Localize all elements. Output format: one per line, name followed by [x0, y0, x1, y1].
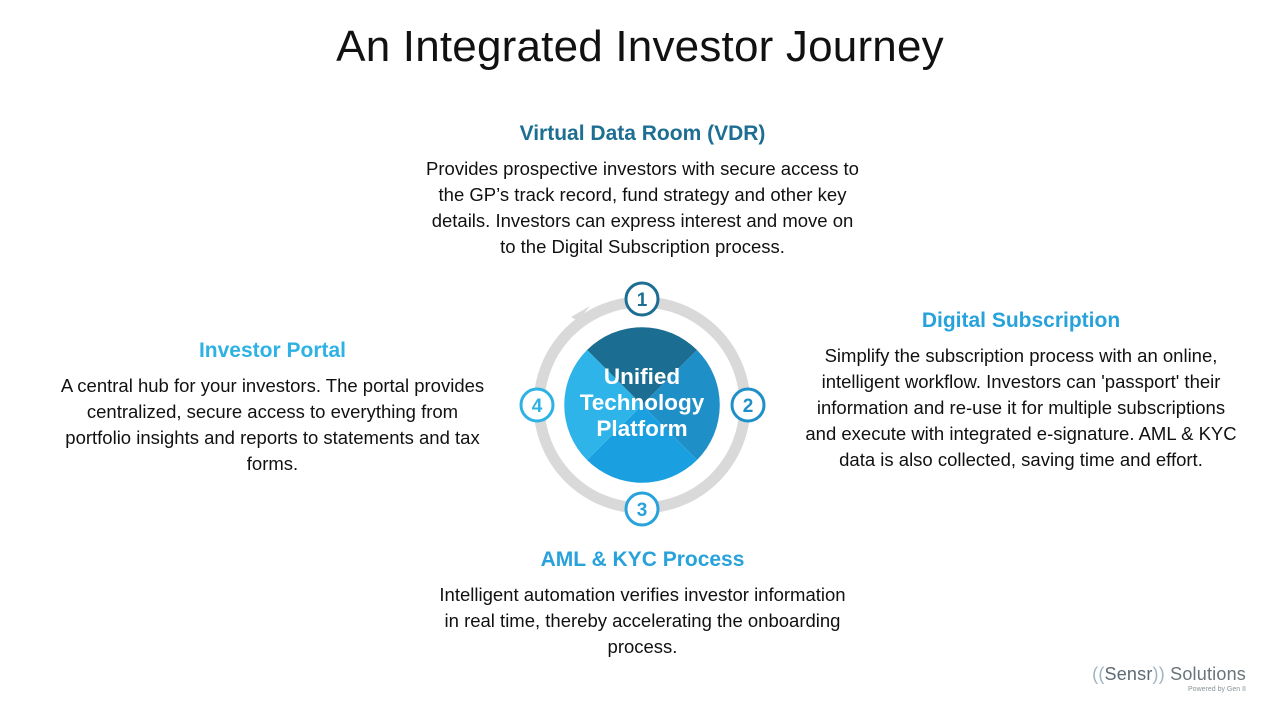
step-investor-portal-heading: Investor Portal [198, 339, 347, 362]
description-line: Provides prospective investors with secu… [426, 158, 859, 179]
step-badge-number: 3 [637, 500, 648, 521]
step-vdr: Virtual Data Room (VDR) Provides prospec… [400, 122, 885, 260]
cycle-arrow-icon [560, 306, 590, 343]
platform-label-line: Platform [596, 416, 688, 441]
step-investor-portal-description: A central hub for your investors. The po… [40, 373, 505, 477]
logo-brand: Sensr [1104, 664, 1153, 684]
platform-quadrant-bottom [587, 405, 697, 483]
description-line: centralized, secure access to everything… [86, 401, 459, 422]
platform-circle [564, 327, 720, 483]
description-line: Simplify the subscription process with a… [824, 345, 1218, 366]
step-badge-number: 4 [532, 396, 543, 417]
platform-quadrant-right [642, 350, 720, 460]
description-line: data is also collected, saving time and … [839, 449, 1203, 470]
step-aml-kyc-heading: AML & KYC Process [540, 548, 745, 571]
platform-quadrant-top [587, 327, 697, 405]
description-line: portfolio insights and reports to statem… [65, 427, 480, 448]
step-badge-number: 1 [637, 290, 648, 311]
description-line: in real time, thereby accelerating the o… [444, 610, 841, 631]
step-aml-kyc-description: Intelligent automation verifies investor… [405, 582, 880, 660]
description-line: details. Investors can express interest … [431, 210, 854, 231]
step-badge-1: 1 [624, 281, 660, 317]
step-digital-subscription-heading: Digital Subscription [921, 309, 1121, 332]
page-title: An Integrated Investor Journey [336, 22, 944, 71]
description-line: intelligent workflow. Investors can 'pas… [821, 371, 1221, 392]
description-line: forms. [246, 453, 299, 474]
step-investor-portal: Investor Portal A central hub for your i… [40, 339, 505, 477]
logo-paren-close: )) [1152, 664, 1165, 684]
logo-paren-open: (( [1092, 664, 1105, 684]
step-badge-2: 2 [730, 387, 766, 423]
step-badge-4: 4 [519, 387, 555, 423]
description-line: and execute with integrated e-signature.… [805, 423, 1237, 444]
description-line: information and re-use it for multiple s… [816, 397, 1226, 418]
description-line: process. [607, 636, 678, 657]
description-line: to the Digital Subscription process. [500, 236, 785, 257]
logo-tagline: Powered by Gen II [1188, 686, 1246, 693]
logo-wordmark: ((Sensr)) Solutions [1092, 664, 1246, 685]
step-badge-number: 2 [743, 396, 754, 417]
description-line: the GP’s track record, fund strategy and… [438, 184, 847, 205]
description-line: Intelligent automation verifies investor… [439, 584, 846, 605]
description-line: A central hub for your investors. The po… [60, 375, 485, 396]
step-digital-subscription: Digital Subscription Simplify the subscr… [790, 309, 1252, 473]
step-digital-subscription-description: Simplify the subscription process with a… [790, 343, 1252, 473]
platform-label: Unified Technology Platform [565, 364, 719, 442]
sensr-solutions-logo: ((Sensr)) Solutions Powered by Gen II [1092, 664, 1246, 693]
cycle-diagram: 1 2 3 4 [519, 281, 766, 527]
step-vdr-description: Provides prospective investors with secu… [400, 156, 885, 260]
step-vdr-heading: Virtual Data Room (VDR) [519, 122, 766, 145]
step-badge-3: 3 [624, 491, 660, 527]
platform-label-line: Unified [603, 364, 681, 389]
logo-suffix: Solutions [1164, 664, 1246, 684]
step-aml-kyc: AML & KYC Process Intelligent automation… [405, 548, 880, 660]
platform-label-line: Technology [579, 390, 705, 415]
platform-quadrant-left [564, 350, 642, 460]
